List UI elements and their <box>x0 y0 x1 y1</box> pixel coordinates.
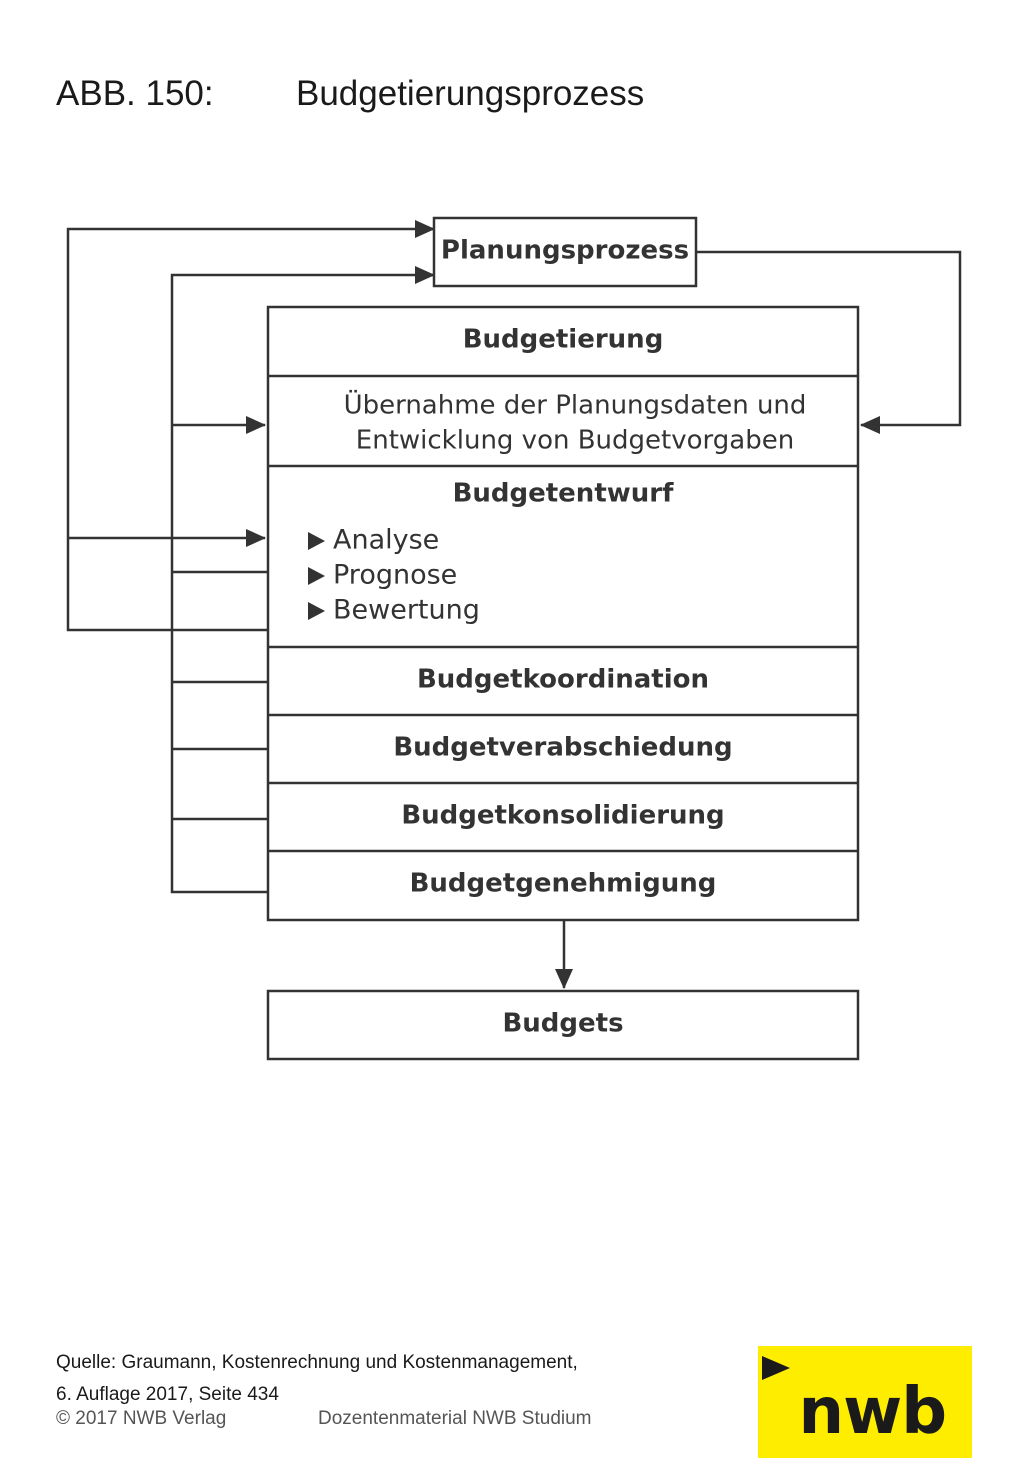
budgetierung-box <box>266 305 860 922</box>
bullet-icon <box>308 602 325 620</box>
figure-title: Budgetierungsprozess <box>296 74 645 113</box>
figure-number: ABB. 150: <box>56 74 214 113</box>
logo-triangle-icon <box>762 1356 790 1380</box>
nwb-logo: nwb <box>758 1346 972 1458</box>
bullet-analyse: Analyse <box>333 525 439 556</box>
bullet-list: Analyse Prognose Bewertung <box>308 525 480 626</box>
bullet-bewertung: Bewertung <box>333 595 480 626</box>
budgetgenehmigung-label: Budgetgenehmigung <box>410 869 717 899</box>
outer-feedback-line <box>66 220 435 632</box>
feedback-lines <box>66 220 962 989</box>
budgetkonsolidierung-label: Budgetkonsolidierung <box>401 801 724 831</box>
series-text: Dozentenmaterial NWB Studium <box>318 1408 592 1429</box>
bullet-icon <box>308 532 325 550</box>
source-line-2: 6. Auflage 2017, Seite 434 <box>56 1384 279 1405</box>
bullet-prognose: Prognose <box>333 560 457 591</box>
budgets-box <box>266 989 860 1061</box>
planungsprozess-label: Planungsprozess <box>441 236 689 266</box>
budgetierung-label: Budgetierung <box>463 325 664 355</box>
planungsprozess-box <box>432 216 698 288</box>
budgets-label: Budgets <box>502 1009 623 1039</box>
budgetverabschiedung-label: Budgetverabschiedung <box>393 733 732 763</box>
uebernahme-line-2: Entwicklung von Budgetvorgaben <box>356 426 794 456</box>
boxes <box>266 216 860 1061</box>
budgetkoordination-label: Budgetkoordination <box>417 665 709 695</box>
source-line-1: Quelle: Graumann, Kostenrechnung und Kos… <box>56 1352 578 1373</box>
copyright-text: © 2017 NWB Verlag <box>56 1408 227 1429</box>
uebernahme-line-1: Übernahme der Planungsdaten und <box>344 389 807 421</box>
inner-feedback-line <box>170 266 435 894</box>
budgetentwurf-label: Budgetentwurf <box>453 479 675 509</box>
budget-process-diagram: Planungsprozess Budgetierung Übernahme d… <box>66 216 962 1061</box>
bullet-icon <box>308 567 325 585</box>
logo-text: nwb <box>798 1375 947 1449</box>
planning-to-uebernahme-line <box>696 250 962 434</box>
